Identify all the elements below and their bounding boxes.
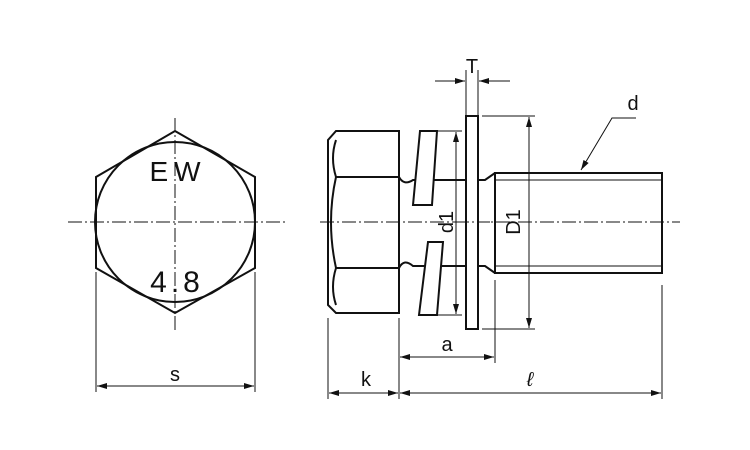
shank-bottom bbox=[398, 261, 496, 274]
label-d1: d1 bbox=[436, 211, 458, 233]
label-k: k bbox=[361, 369, 372, 391]
label-length: ℓ bbox=[526, 369, 535, 391]
leader-d bbox=[580, 117, 636, 171]
label-D1: D1 bbox=[503, 209, 525, 235]
hex-head-side bbox=[327, 130, 400, 314]
label-d: d bbox=[627, 93, 638, 115]
spring-washer-bottom bbox=[417, 241, 445, 316]
label-s: s bbox=[170, 364, 180, 386]
bolt-side-view: d1 D1 T d a k ℓ bbox=[320, 56, 680, 399]
label-T: T bbox=[466, 56, 478, 78]
head-marking-ew: EW bbox=[149, 156, 206, 187]
threaded-section bbox=[494, 172, 663, 274]
hex-head-front-view: EW 4.8 s bbox=[68, 118, 285, 392]
label-a: a bbox=[441, 334, 453, 356]
spring-washer-top bbox=[411, 130, 439, 206]
shank-top bbox=[398, 172, 496, 184]
head-marking-grade: 4.8 bbox=[150, 266, 204, 299]
head-arcs bbox=[330, 139, 337, 306]
